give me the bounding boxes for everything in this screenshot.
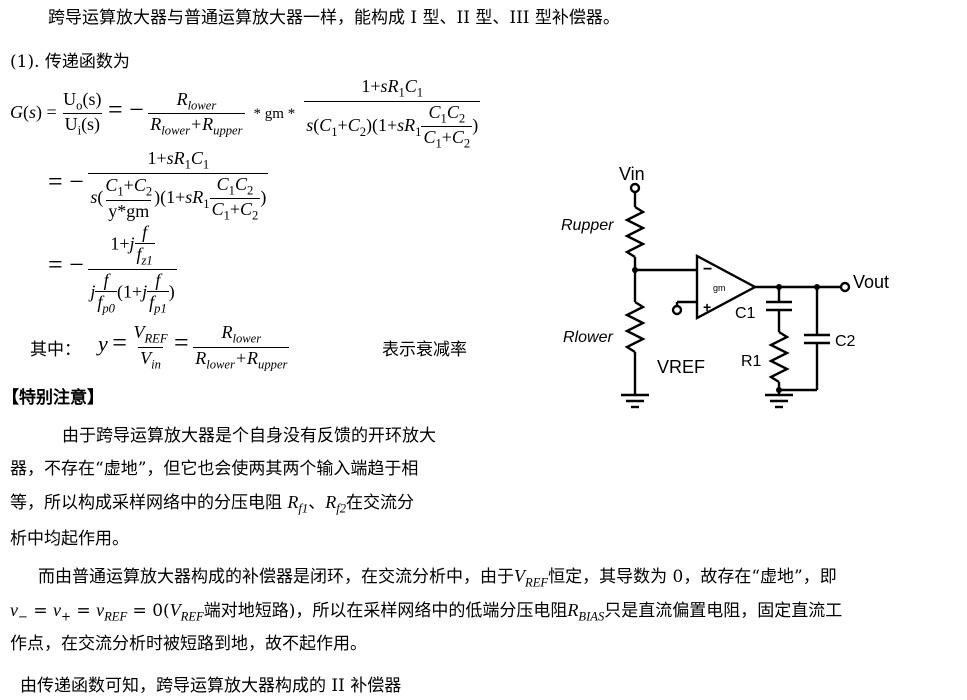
para2-line1: 而由普通运算放大器构成的补偿器是闭环，在交流分析中，由于VREF恒定，其导数为 … [38, 566, 837, 590]
r1-resistor [768, 330, 790, 384]
r-upper-resistor [624, 205, 646, 259]
vref-label: VREF [657, 357, 705, 377]
r-lower-label: Rlower [563, 329, 613, 346]
attenuation-desc: 表示衰减率 [382, 340, 467, 360]
r-lower-resistor [624, 300, 646, 354]
intro-text: 跨导运算放大器与普通运算放大器一样，能构成 I 型、II 型、III 型补偿器。 [48, 8, 620, 28]
where-label: 其中： [30, 340, 81, 360]
note-line-1: 由于跨导运算放大器是个自身没有反馈的开环放大 [62, 426, 436, 446]
divider-ratio: Rlower Rlower+Rupper [148, 88, 245, 138]
r-upper-label: Rupper [561, 217, 614, 234]
last-line: 由传递函数可知，跨导运算放大器构成的 II 补偿器 [20, 676, 402, 696]
note-line-4: 析中均起作用。 [10, 529, 129, 549]
svg-text:+: + [703, 299, 711, 315]
vout-label: Vout [853, 272, 889, 292]
c2-label: C2 [835, 333, 856, 350]
svg-text:−: − [703, 261, 712, 278]
c1-label: C1 [735, 305, 756, 322]
transfer-function-line1: G(s) = Uo(s) Ui(s) = − Rlower Rlower+Rup… [10, 76, 481, 151]
para2-line3: 作点，在交流分析时被短路到地，故不起作用。 [10, 634, 367, 654]
ota-compensator-circuit: − + gm Vin Vout VREF Rupper Rlower C1 C2… [561, 164, 889, 409]
r1-label: R1 [741, 353, 762, 370]
vin-label: Vin [619, 164, 645, 184]
para2-line2: v− = v+ = vREF = 0(VREF端对地短路)，所以在采样网络中的低… [10, 600, 843, 624]
note-title: 【特别注意】 [2, 388, 104, 408]
ota-triangle [695, 253, 758, 321]
uo-over-ui: Uo(s) Ui(s) [62, 88, 103, 138]
section-heading: (1). 传递函数为 [10, 52, 130, 72]
gm-label: gm [713, 283, 726, 293]
note-line-2: 器，不存在“虚地”，但它也会使两其两个输入端趋于相 [10, 459, 419, 479]
note-line-3: 等，所以构成采样网络中的分压电阻 Rf1、Rf2在交流分 [10, 492, 414, 516]
